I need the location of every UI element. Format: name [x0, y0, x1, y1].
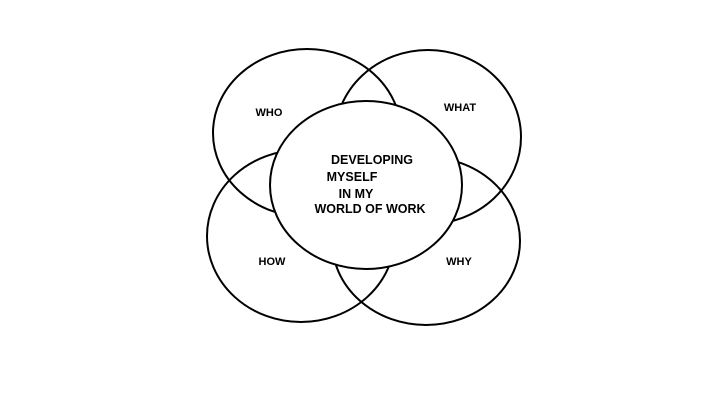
center-line-1: DEVELOPING [331, 153, 413, 167]
label-who: WHO [256, 107, 283, 119]
label-why: WHY [446, 256, 472, 268]
center-line-4: WORLD OF WORK [314, 202, 425, 216]
label-how: HOW [259, 256, 287, 268]
center-ellipse [269, 100, 463, 270]
center-line-3: IN MY [339, 187, 374, 201]
label-what: WHAT [444, 102, 476, 114]
center-line-2: MYSELF [327, 170, 378, 184]
